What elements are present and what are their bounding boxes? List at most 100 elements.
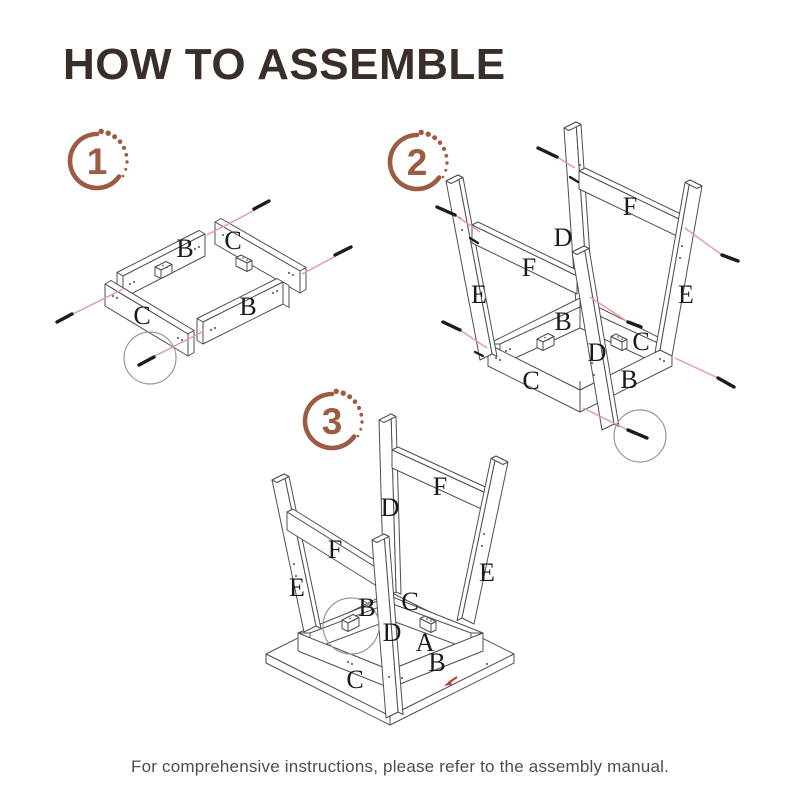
screw-guide-line — [154, 330, 205, 357]
badge-dot-icon — [121, 145, 127, 150]
badge-ring-icon — [67, 131, 122, 191]
badge-dot-icon — [425, 131, 431, 137]
screw-icon — [137, 355, 156, 367]
screw-guide-line — [582, 407, 629, 431]
step-1-diagram: B C C B — [55, 199, 353, 385]
badge-dot-icon — [347, 394, 353, 400]
leg-e-right — [654, 179, 703, 357]
screw-icon — [441, 320, 462, 332]
badge-dot-icon — [441, 175, 445, 179]
screw-icon — [568, 175, 580, 184]
part-label-f: F — [328, 535, 342, 564]
badge-dot-icon — [124, 167, 128, 171]
part-label-e: E — [678, 280, 694, 309]
step-2-diagram: F D F E E B C D C B — [435, 121, 740, 463]
step-2-badge-icon: 2 — [387, 129, 449, 192]
badge-dot-icon — [360, 420, 364, 424]
screw-guide-line — [301, 255, 337, 275]
badge-dot-icon — [125, 160, 129, 164]
badge-dot-icon — [352, 399, 358, 404]
badge-dot-icon — [112, 134, 118, 140]
part-label-f: F — [522, 253, 536, 282]
cleat-block — [610, 333, 628, 351]
part-label-c: C — [133, 301, 150, 330]
badge-dot-icon — [359, 427, 363, 431]
magnifier-circle — [322, 597, 380, 655]
step-3-number: 3 — [322, 401, 343, 442]
part-label-f: F — [433, 472, 447, 501]
part-label-c: C — [401, 587, 418, 616]
part-label-b: B — [239, 292, 256, 321]
badge-dot-icon — [437, 140, 443, 145]
screw-icon — [536, 146, 559, 159]
step-2-badge: 2 — [379, 124, 455, 200]
screw-icon — [626, 320, 643, 329]
step-3-diagram: F D F E E B C D A B C — [265, 413, 515, 726]
screw-guide-line — [454, 214, 481, 233]
part-label-b: B — [428, 648, 445, 677]
badge-dot-icon — [444, 153, 449, 158]
screw-icon — [435, 205, 457, 217]
leg-e-left — [445, 174, 498, 361]
red-arrow-icon — [444, 676, 458, 686]
apron-panel-c-back — [214, 218, 307, 294]
screw-icon — [716, 376, 736, 389]
screw-guide-line — [459, 329, 488, 349]
part-label-e: E — [479, 558, 495, 587]
badge-dot-icon — [98, 128, 104, 134]
step-3-badge: 3 — [294, 383, 370, 459]
step-2-number: 2 — [407, 142, 428, 183]
cleat-block — [419, 615, 437, 633]
badge-dot-icon — [121, 174, 125, 178]
leg-e-right — [456, 455, 509, 625]
screw-guide-line — [589, 296, 629, 323]
screw-guide-line — [206, 209, 256, 236]
step-1-number: 1 — [87, 141, 108, 182]
screw-guide-line — [72, 288, 124, 315]
step-3-badge-icon: 3 — [302, 388, 364, 451]
part-label-e: E — [471, 280, 487, 309]
badge-dot-icon — [441, 146, 447, 151]
badge-dot-icon — [445, 161, 449, 165]
badge-dot-icon — [105, 130, 111, 136]
magnifier-circle — [613, 409, 667, 463]
badge-dot-icon — [124, 152, 129, 157]
step-1-badge: 1 — [59, 123, 135, 199]
screw-icon — [720, 253, 740, 263]
part-label-d: D — [383, 618, 402, 647]
part-label-d: D — [588, 338, 607, 367]
part-label-f: F — [623, 192, 637, 221]
footer-note: For comprehensive instructions, please r… — [130, 757, 669, 776]
cleat-block — [154, 261, 173, 279]
screw-guide-line — [684, 227, 723, 256]
screw-guide-line — [556, 156, 576, 169]
cleat-block — [536, 333, 555, 351]
part-label-d: D — [381, 493, 400, 522]
badge-dot-icon — [444, 168, 448, 172]
badge-dot-icon — [333, 388, 339, 394]
part-label-c: C — [346, 665, 363, 694]
magnifier-circle — [123, 331, 177, 385]
badge-dot-icon — [432, 135, 438, 141]
part-label-a: A — [416, 628, 435, 657]
badge-dot-icon — [356, 405, 362, 410]
part-label-b: B — [554, 307, 571, 336]
part-label-c: C — [632, 327, 649, 356]
page-title: HOW TO ASSEMBLE — [63, 40, 506, 89]
leg-d-front — [571, 245, 620, 431]
step-1-badge-icon: 1 — [67, 128, 129, 191]
badge-dot-icon — [117, 139, 123, 144]
leg-e-left — [271, 473, 322, 633]
badge-dot-icon — [356, 434, 360, 438]
screw-icon — [626, 428, 649, 440]
part-label-c: C — [522, 366, 539, 395]
rail-f-right — [391, 446, 495, 513]
cleat-block — [341, 614, 360, 632]
badge-dot-icon — [340, 390, 346, 396]
screw-guide-line — [674, 357, 719, 379]
part-label-b: B — [176, 234, 193, 263]
screw-icon — [252, 199, 271, 211]
leg-d-front — [371, 533, 404, 719]
rail-f-left — [471, 221, 584, 295]
part-label-b: B — [358, 593, 375, 622]
